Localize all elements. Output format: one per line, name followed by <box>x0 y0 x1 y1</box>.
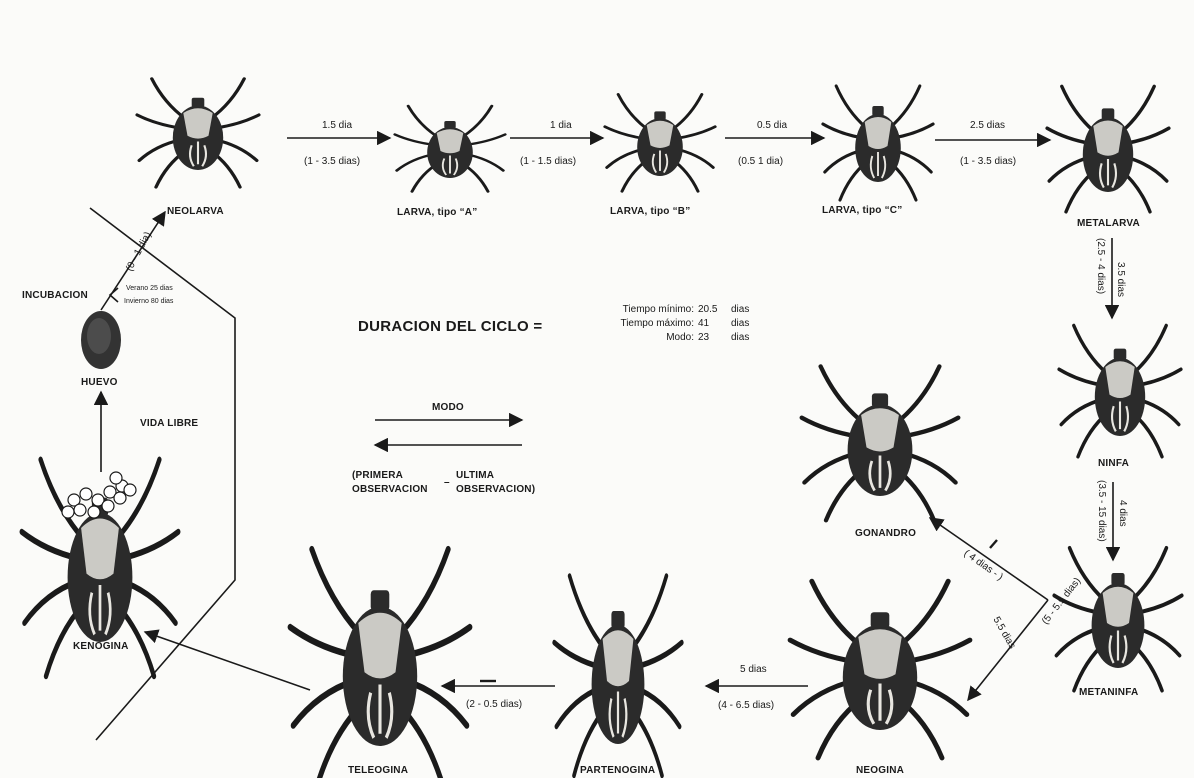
incub-verano: Verano 25 dias <box>126 285 173 292</box>
gonandro-tick <box>802 366 959 520</box>
label-gonandro: GONANDRO <box>855 528 916 539</box>
teleogina-tick <box>290 549 470 778</box>
label-neogina: NEOGINA <box>856 765 904 776</box>
neolarva-tick <box>137 79 259 187</box>
cycle-title: DURACION DEL CICLO = <box>358 318 542 335</box>
t6-range: (3.5 - 15 dias) <box>1096 480 1107 542</box>
metalarva-tick <box>1047 86 1169 211</box>
larva-c-tick <box>823 86 933 200</box>
ninfa-tick <box>1059 326 1181 457</box>
t4-range: (1 - 3.5 dias) <box>960 156 1016 167</box>
cycle-min-unit: dias <box>731 304 749 315</box>
legend-primera-2: OBSERVACION <box>352 484 428 495</box>
label-larva-b: LARVA, tipo “B” <box>610 206 690 217</box>
label-neolarva: NEOLARVA <box>167 206 224 217</box>
cycle-min-label: Tiempo mínimo: <box>566 304 694 315</box>
legend-ultima-2: OBSERVACION) <box>456 484 535 495</box>
t9-mode: 5 dias <box>740 664 767 675</box>
cycle-min-value: 20.5 <box>698 304 717 315</box>
legend-primera-1: (PRIMERA <box>352 470 403 481</box>
cycle-max-unit: dias <box>731 318 749 329</box>
neogina-tick <box>790 581 970 758</box>
cycle-mode-unit: dias <box>731 332 749 343</box>
label-ninfa: NINFA <box>1098 458 1129 469</box>
legend-ultima-1: ULTIMA <box>456 470 494 481</box>
label-teleogina: TELEOGINA <box>348 765 408 776</box>
t2-range: (1 - 1.5 dias) <box>520 156 576 167</box>
t4-mode: 2.5 dias <box>970 120 1005 131</box>
label-metaninfa: METANINFA <box>1079 687 1138 698</box>
t6-mode: 4 dias <box>1117 500 1128 527</box>
cycle-mode-value: 23 <box>698 332 709 343</box>
larva-b-tick <box>605 94 715 191</box>
t3-range: (0.5 1 dia) <box>738 156 783 167</box>
t10-range: (2 - 0.5 dias) <box>466 699 522 710</box>
label-incubacion: INCUBACION <box>22 290 88 301</box>
legend-dash: – <box>444 477 450 488</box>
t1-mode: 1.5 dia <box>322 120 352 131</box>
egg-cluster <box>62 472 136 518</box>
label-kenogina: KENOGINA <box>73 641 129 652</box>
label-larva-a: LARVA, tipo “A” <box>397 207 477 218</box>
label-huevo: HUEVO <box>81 377 118 388</box>
incub-invierno: Invierno 80 dias <box>124 298 173 305</box>
t5-range: (2.5 - 4 dias) <box>1095 238 1106 294</box>
t5-mode: 3.5 dias <box>1115 262 1126 297</box>
t2-mode: 1 dia <box>550 120 572 131</box>
cycle-max-value: 41 <box>698 318 709 329</box>
legend-modo: MODO <box>432 402 464 413</box>
metaninfa-tick <box>1054 548 1182 691</box>
label-vida-libre: VIDA LIBRE <box>140 418 198 429</box>
cycle-mode-label: Modo: <box>566 332 694 343</box>
partenogina-tick <box>554 576 682 776</box>
label-partenogina: PARTENOGINA <box>580 765 655 776</box>
t3-mode: 0.5 dia <box>757 120 787 131</box>
larva-a-tick <box>395 106 505 192</box>
t9-range: (4 - 6.5 dias) <box>718 700 774 711</box>
label-larva-c: LARVA, tipo “C” <box>822 205 902 216</box>
label-metalarva: METALARVA <box>1077 218 1140 229</box>
t1-range: (1 - 3.5 dias) <box>304 156 360 167</box>
cycle-max-label: Tiempo máximo: <box>566 318 694 329</box>
